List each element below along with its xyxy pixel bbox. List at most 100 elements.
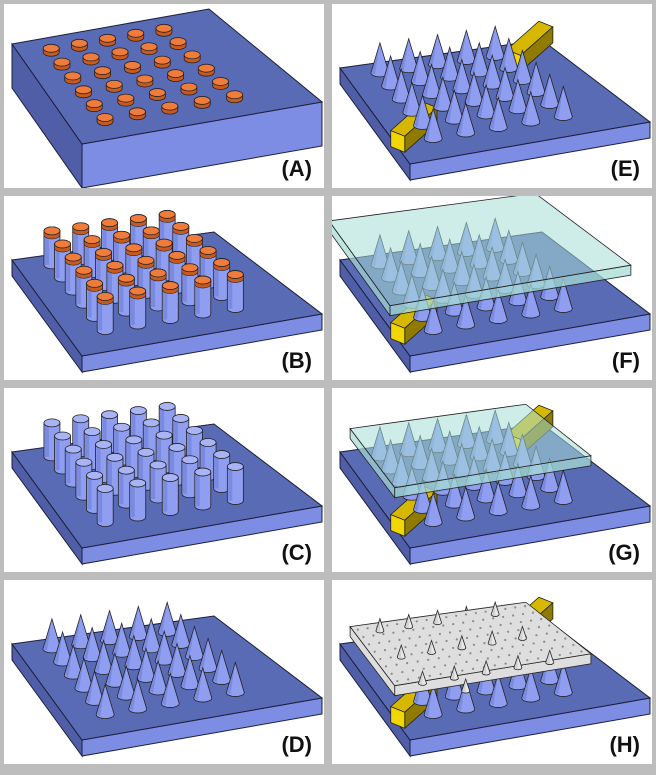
pillar-icon [161, 473, 179, 516]
cone-icon [404, 613, 414, 630]
cone-icon [488, 96, 508, 132]
cone-icon [225, 661, 245, 697]
cone-icon [128, 605, 148, 641]
disk-icon [99, 33, 116, 47]
pillar-icon [96, 292, 114, 335]
pillar-icon [96, 484, 114, 527]
panel-b: (B) [4, 196, 324, 380]
disk-icon [153, 55, 171, 69]
cone-icon [545, 649, 555, 665]
cone-icon [488, 672, 508, 708]
disk-icon [197, 63, 215, 77]
cone-icon [521, 666, 541, 703]
panel-e: (E) [332, 4, 652, 188]
cone-icon [423, 107, 443, 143]
disk-icon [117, 93, 135, 107]
cone-icon [553, 469, 573, 505]
disk-icon [180, 82, 198, 96]
cone-icon [456, 485, 476, 522]
disk-icon [193, 96, 211, 109]
disk-icon [140, 42, 158, 56]
cone-icon [488, 480, 508, 516]
cone-icon [423, 683, 443, 719]
cone-icon [521, 90, 541, 127]
pillar-icon [226, 270, 244, 313]
disk-icon [64, 71, 82, 85]
disk-icon [167, 69, 185, 82]
cone-icon [428, 33, 447, 70]
disk-icon [155, 23, 173, 37]
cone-icon [490, 601, 500, 617]
panel-d: (D) [4, 580, 324, 764]
disk-icon [212, 77, 229, 90]
disk-icon [82, 52, 100, 66]
cone-icon [128, 677, 148, 714]
cone-icon [513, 654, 523, 671]
pillar-icon [194, 467, 212, 511]
panel-label-f: (F) [611, 348, 640, 373]
cone-icon [433, 609, 442, 626]
disk-icon [53, 57, 71, 71]
cone-icon [193, 666, 213, 703]
cone-icon [456, 29, 476, 65]
disk-icon [226, 90, 244, 104]
pillar-icon [129, 286, 147, 330]
panel-label-d: (D) [281, 732, 312, 757]
disk-icon [111, 47, 129, 61]
cone-icon [160, 672, 180, 708]
cone-icon [457, 634, 467, 651]
cone-icon [418, 670, 427, 686]
disk-icon [161, 101, 179, 115]
panel-f-diagram [332, 196, 652, 374]
disk-icon [96, 113, 114, 126]
panel-b-diagram [11, 210, 324, 374]
panel-label-e: (E) [610, 156, 640, 181]
cone-icon [157, 601, 177, 637]
disk-icon [129, 107, 146, 121]
cone-icon [396, 643, 406, 660]
panel-f: (F) [332, 196, 652, 380]
pillar-icon [213, 258, 231, 301]
cone-icon [449, 664, 459, 681]
disk-icon [75, 85, 92, 99]
cone-icon [456, 101, 476, 138]
panel-label-c: (C) [281, 540, 312, 565]
panel-h-diagram [339, 596, 652, 758]
panel-d-diagram [11, 601, 324, 758]
pillar-icon [149, 268, 167, 312]
cone-icon [553, 661, 573, 697]
pillar-icon [129, 478, 147, 522]
cone-icon [427, 639, 436, 655]
disk-icon [70, 38, 88, 52]
disk-icon [183, 50, 201, 64]
disk-icon [127, 28, 145, 42]
panel-a-diagram [11, 8, 324, 188]
panel-label-g: (G) [608, 540, 640, 565]
disk-icon [124, 61, 141, 74]
disk-icon [105, 80, 123, 93]
cone-icon [461, 677, 471, 694]
panel-e-diagram [339, 20, 652, 182]
cone-icon [423, 491, 443, 527]
pillar-icon [54, 239, 71, 283]
cone-icon [95, 683, 115, 719]
cone-icon [518, 625, 527, 641]
panel-h: (H) [332, 580, 652, 764]
disk-icon [42, 43, 60, 57]
panel-label-h: (H) [609, 732, 640, 757]
panel-label-a: (A) [281, 156, 312, 181]
panel-label-b: (B) [281, 348, 312, 373]
cone-icon [485, 25, 505, 61]
disk-icon [148, 88, 166, 101]
pillar-icon [226, 462, 244, 505]
disk-icon [85, 99, 103, 113]
cone-icon [487, 629, 497, 646]
panel-g: (G) [332, 388, 652, 572]
panel-c: (C) [4, 388, 324, 572]
panel-a: (A) [4, 4, 324, 188]
pillar-icon [161, 281, 179, 324]
cone-icon [100, 609, 119, 646]
pillar-icon [181, 263, 199, 307]
cone-icon [375, 617, 385, 634]
